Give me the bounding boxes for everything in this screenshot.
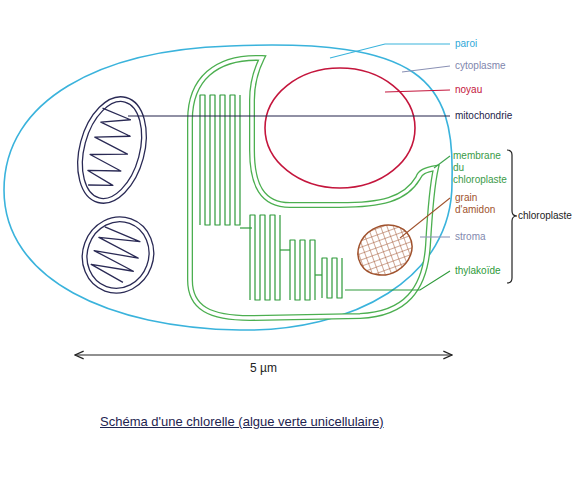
starch-grain xyxy=(349,215,421,285)
cell-wall xyxy=(4,45,452,330)
chloroplast xyxy=(190,58,436,318)
thylakoids xyxy=(200,95,342,300)
nucleus xyxy=(265,68,415,188)
thylakoid-label: thylakoïde xyxy=(455,265,501,277)
starch-label: grain d'amidon xyxy=(455,192,505,216)
cytoplasm-label: cytoplasme xyxy=(455,60,506,72)
leader-lines xyxy=(128,44,450,290)
wall-label: paroi xyxy=(455,38,477,50)
nucleus-label: noyau xyxy=(455,84,482,96)
mitochondrion-label: mitochondrie xyxy=(455,110,512,122)
scale-label: 5 µm xyxy=(250,362,277,374)
stroma-label: stroma xyxy=(455,231,486,243)
chloroplast-label: chloroplaste xyxy=(518,210,572,222)
membrane-label: membrane du chloroplaste xyxy=(453,150,510,186)
mitochondrion xyxy=(75,210,162,300)
figure-caption: Schéma d'une chlorelle (algue verte unic… xyxy=(100,414,384,430)
bracket xyxy=(507,150,517,283)
scale-bar xyxy=(75,354,452,355)
mitochondrion xyxy=(70,92,155,208)
